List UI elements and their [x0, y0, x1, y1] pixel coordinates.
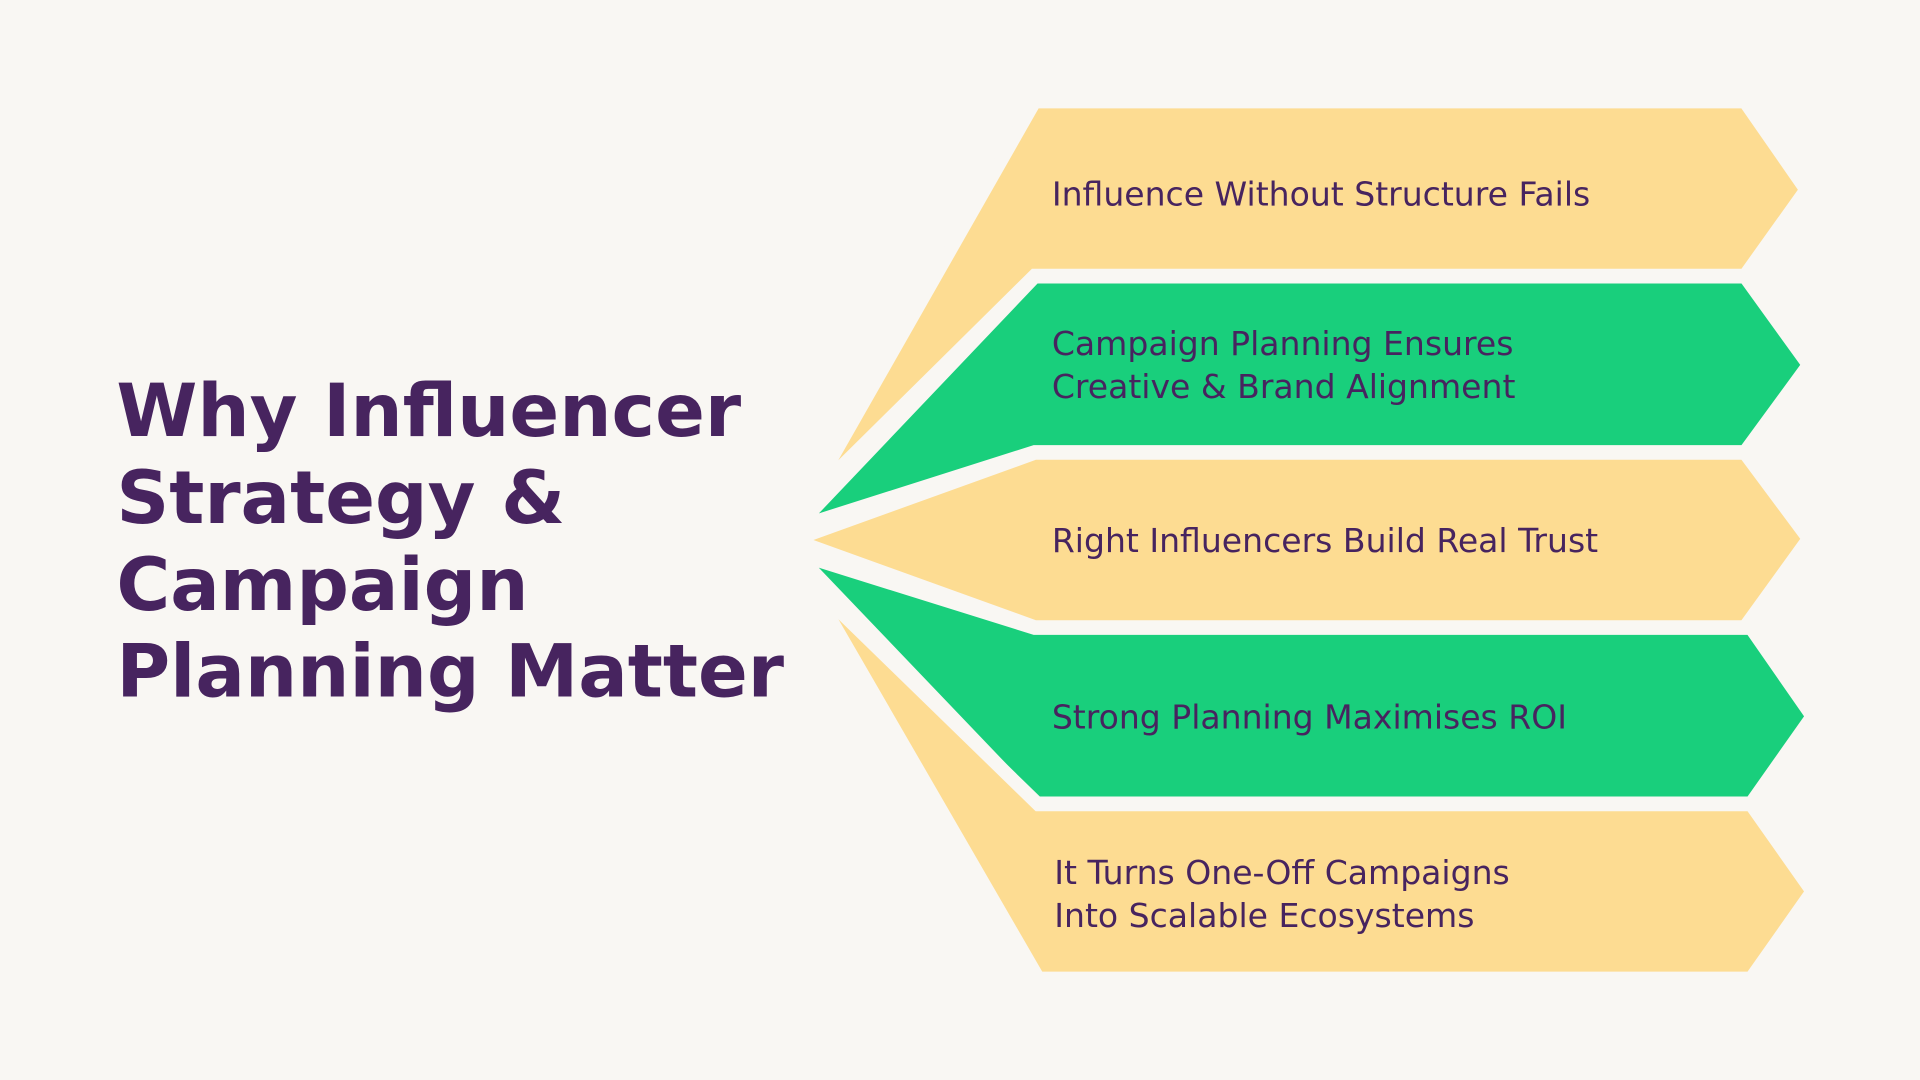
- item-2-label-line-1: Campaign Planning Ensures: [1052, 324, 1514, 363]
- title-line-3: Campaign: [116, 543, 528, 628]
- arrow-item-5: It Turns One-Off Campaigns Into Scalable…: [802, 575, 1821, 986]
- item-3-label: Right Influencers Build Real Trust: [1052, 521, 1598, 560]
- title-line-2: Strategy &: [116, 456, 565, 541]
- item-5-label-line-1: It Turns One-Off Campaigns: [1054, 853, 1509, 892]
- title-line-4: Planning Matter: [116, 630, 784, 715]
- item-5-label-line-2: Into Scalable Ecosystems: [1054, 896, 1474, 935]
- arrow-item-1: Influence Without Structure Fails: [802, 94, 1815, 505]
- item-4-label: Strong Planning Maximises ROI: [1052, 698, 1567, 737]
- item-2-label-line-2: Creative & Brand Alignment: [1052, 367, 1516, 406]
- title-line-1: Why Influencer: [116, 369, 742, 454]
- item-1-label: Influence Without Structure Fails: [1052, 175, 1590, 214]
- title-block: Why Influencer Strategy & Campaign Plann…: [116, 369, 784, 715]
- arrow-shape-5: [802, 575, 1821, 986]
- arrow-item-3: Right Influencers Build Real Trust: [773, 446, 1817, 634]
